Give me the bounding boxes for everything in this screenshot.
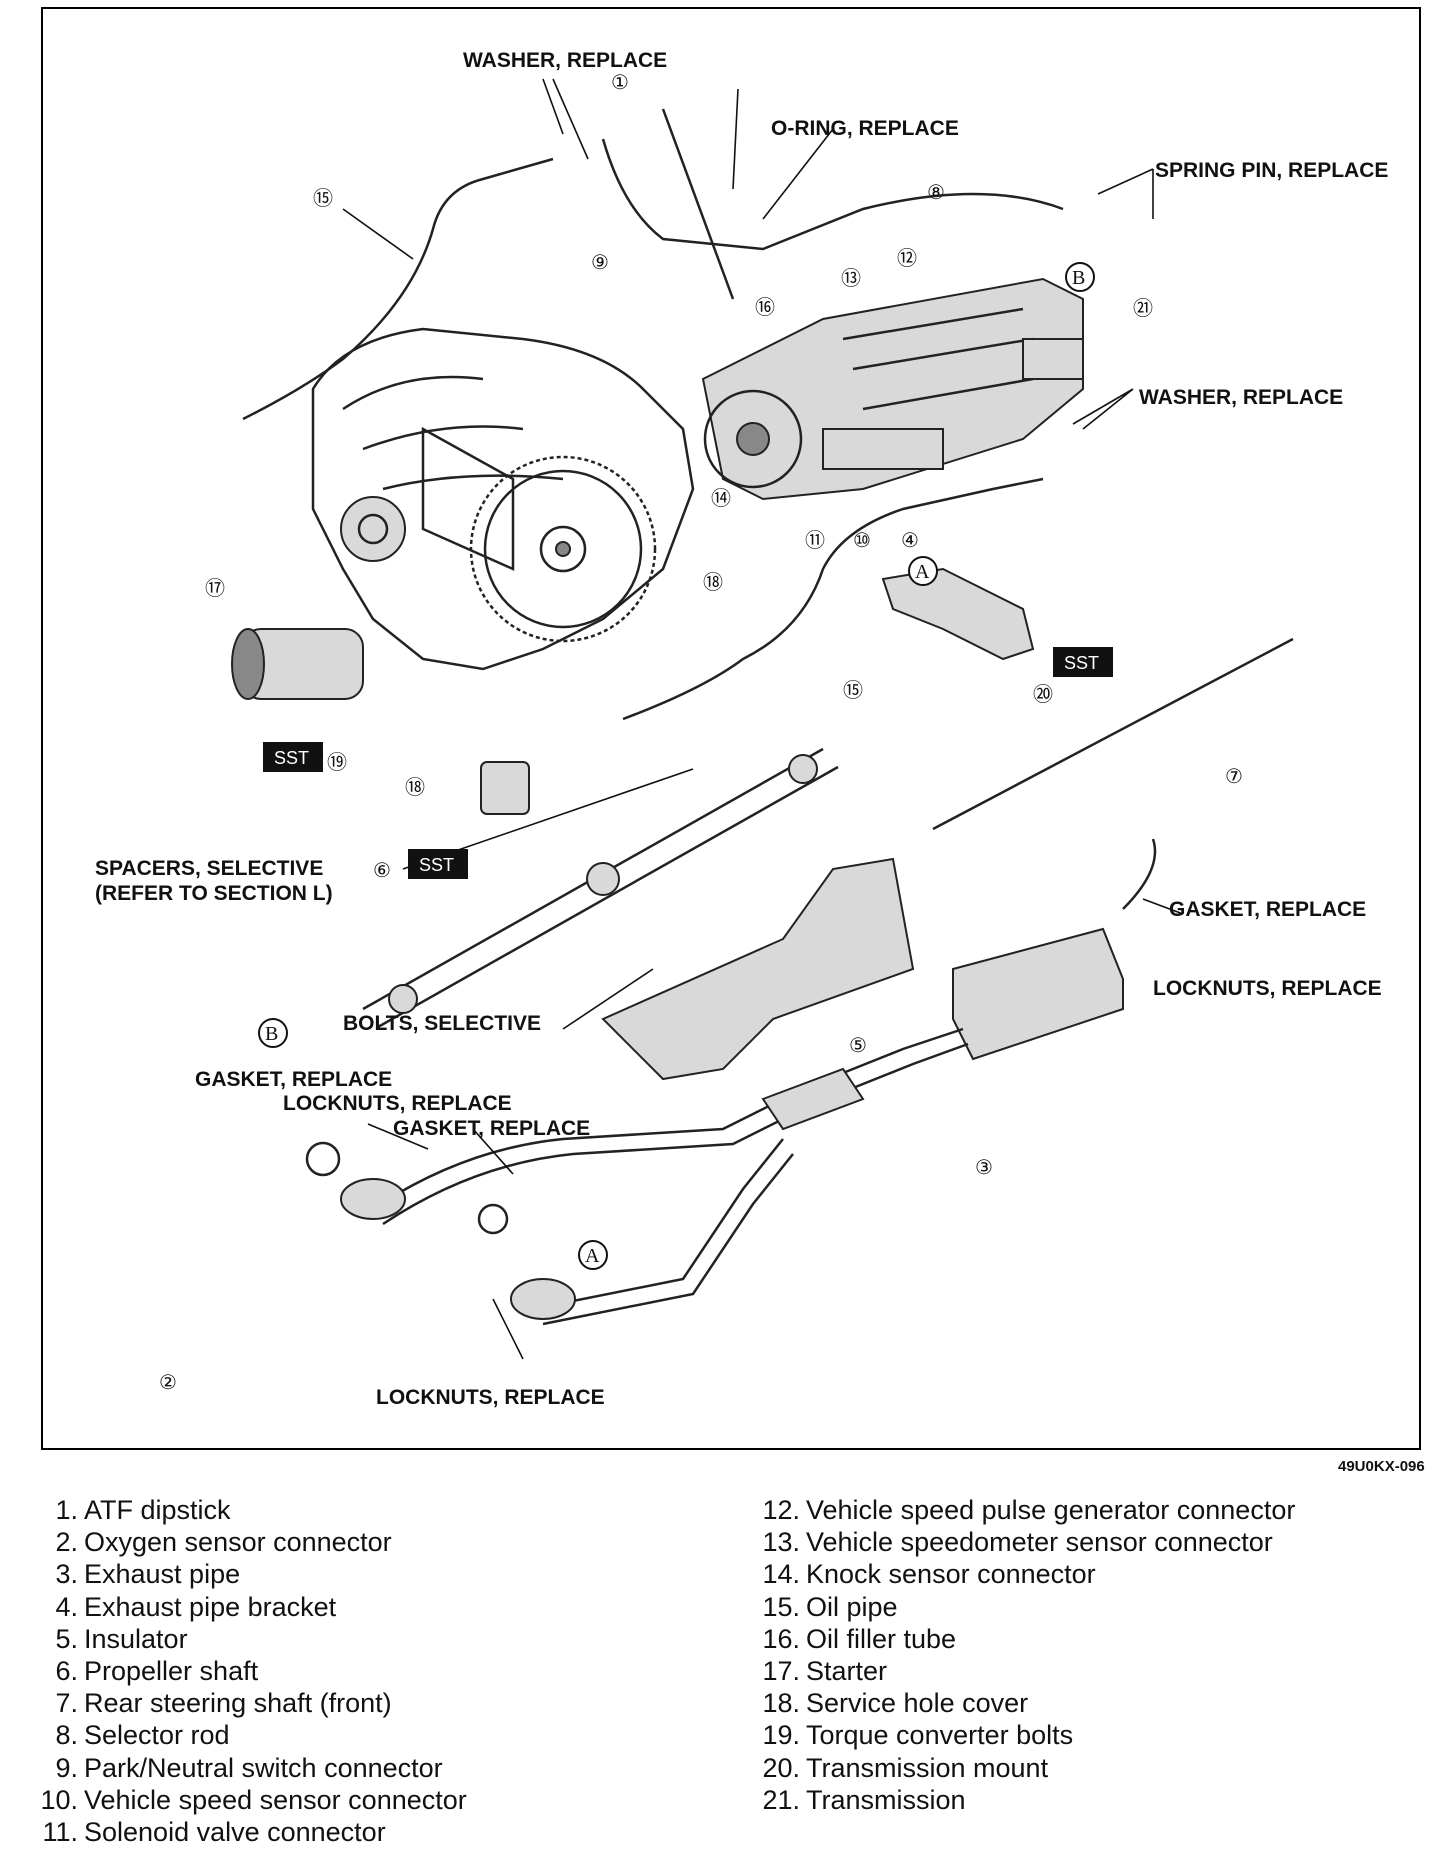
callout-12: ⑫ — [897, 247, 917, 270]
callout-10: ⑩ — [853, 530, 871, 552]
label-spring-pin-replace: SPRING PIN, REPLACE — [1155, 159, 1388, 182]
legend-item: 11.Solenoid valve connector — [42, 1817, 386, 1848]
rear-steering-shaft — [932, 637, 1294, 831]
legend-item: 4.Exhaust pipe bracket — [55, 1591, 337, 1622]
legend-item: 8.Selector rod — [55, 1720, 230, 1751]
sst-badge-shaft: SST — [408, 849, 468, 879]
label-washer-replace-right: WASHER, REPLACE — [1139, 386, 1343, 409]
leader-lines — [342, 78, 1184, 1360]
callout-8: ⑧ — [927, 182, 945, 204]
legend-item: 9.Park/Neutral switch connector — [55, 1752, 443, 1783]
legend-left: 1.ATF dipstick 2.Oxygen sensor connector… — [40, 1494, 467, 1848]
label-gasket-replace-mid: GASKET, REPLACE — [393, 1117, 590, 1140]
callout-18a: ⑱ — [703, 571, 723, 594]
legend-item: 13.Vehicle speedometer sensor connector — [762, 1527, 1273, 1558]
legend-item: 1.ATF dipstick — [55, 1495, 231, 1525]
muffler — [952, 838, 1157, 1061]
svg-text:SST: SST — [419, 855, 454, 875]
oil-pipe-upper — [242, 157, 554, 421]
ref-b-bottom: B — [258, 1018, 288, 1048]
propeller-shaft — [362, 747, 839, 1029]
figure-code: 49U0KX-096 — [1338, 1458, 1425, 1475]
legend-item: 14.Knock sensor connector — [762, 1559, 1096, 1590]
service-hole-cover — [480, 761, 530, 815]
legend-item: 12.Vehicle speed pulse generator connect… — [762, 1495, 1296, 1525]
legend-item: 18.Service hole cover — [762, 1688, 1029, 1719]
legend-item: 20.Transmission mount — [762, 1752, 1049, 1783]
ref-a-bottom: A — [578, 1240, 608, 1270]
legend-item: 19.Torque converter bolts — [762, 1720, 1074, 1751]
callout-9: ⑨ — [591, 252, 609, 274]
legend-right: 12.Vehicle speed pulse generator connect… — [762, 1494, 1295, 1816]
legend-item: 6.Propeller shaft — [55, 1656, 259, 1687]
legend-item: 15.Oil pipe — [762, 1591, 898, 1622]
atf-dipstick — [661, 108, 735, 300]
callout-19: ⑲ — [327, 751, 347, 774]
callout-21: ㉑ — [1133, 297, 1153, 320]
sst-badge-flexplate: SST — [263, 742, 323, 772]
callout-16: ⑯ — [755, 296, 775, 319]
callout-13: ⑬ — [841, 267, 861, 290]
label-washer-replace-top: WASHER, REPLACE — [463, 49, 667, 72]
callout-17: ⑰ — [205, 577, 225, 600]
label-bolts-selective: BOLTS, SELECTIVE — [343, 1012, 541, 1035]
svg-text:B: B — [265, 1023, 278, 1045]
starter-motor — [231, 628, 364, 700]
callout-5: ⑤ — [849, 1035, 867, 1057]
exhaust-system — [305, 1027, 969, 1326]
label-locknuts-replace-left: LOCKNUTS, REPLACE — [283, 1092, 512, 1115]
oil-pipe-lower — [622, 477, 1044, 721]
callout-3: ③ — [975, 1157, 993, 1179]
ref-a-top: A — [908, 556, 938, 586]
svg-text:SST: SST — [274, 748, 309, 768]
callout-2: ② — [159, 1372, 177, 1394]
transmission — [701, 277, 1084, 501]
insulator — [601, 857, 915, 1081]
svg-text:A: A — [915, 561, 930, 583]
label-spacers-selective: SPACERS, SELECTIVE — [95, 857, 323, 880]
diagram-frame: WASHER, REPLACE O-RING, REPLACE SPRING P… — [41, 7, 1421, 1450]
legend-item: 5.Insulator — [55, 1623, 188, 1654]
callout-7: ⑦ — [1225, 766, 1243, 788]
svg-text:A: A — [585, 1245, 600, 1267]
label-refer-section-l: (REFER TO SECTION L) — [95, 882, 333, 905]
callout-11: ⑪ — [805, 529, 825, 552]
callout-15b: ⑮ — [843, 679, 863, 702]
label-locknuts-replace-right: LOCKNUTS, REPLACE — [1153, 977, 1382, 1000]
legend-item: 17.Starter — [762, 1656, 888, 1687]
sst-badge-mount: SST — [1053, 647, 1113, 677]
callout-6: ⑥ — [373, 860, 391, 882]
label-gasket-replace-right: GASKET, REPLACE — [1169, 898, 1366, 921]
transmission-mount — [881, 567, 1035, 661]
legend-item: 2.Oxygen sensor connector — [55, 1527, 392, 1558]
label-gasket-replace-left: GASKET, REPLACE — [195, 1068, 392, 1091]
callout-20: ⑳ — [1033, 683, 1053, 706]
legend-item: 16.Oil filler tube — [762, 1623, 957, 1654]
svg-text:B: B — [1072, 267, 1085, 289]
label-locknuts-replace-bottom: LOCKNUTS, REPLACE — [376, 1386, 605, 1409]
callout-15a: ⑮ — [313, 187, 333, 210]
legend-item: 7.Rear steering shaft (front) — [55, 1688, 392, 1719]
legend-item: 3.Exhaust pipe — [55, 1559, 241, 1590]
callout-18b: ⑱ — [405, 776, 425, 799]
ref-b-top: B — [1065, 262, 1095, 292]
exploded-view-diagram: WASHER, REPLACE O-RING, REPLACE SPRING P… — [95, 49, 1388, 1409]
legend-item: 10.Vehicle speed sensor connector — [40, 1784, 467, 1815]
svg-text:SST: SST — [1064, 653, 1099, 673]
callout-1: ① — [611, 72, 629, 94]
callout-14: ⑭ — [711, 487, 731, 510]
label-o-ring-replace: O-RING, REPLACE — [771, 117, 959, 140]
flexplate — [469, 455, 657, 643]
legend-item: 21.Transmission — [762, 1784, 966, 1815]
callout-4: ④ — [901, 530, 919, 552]
